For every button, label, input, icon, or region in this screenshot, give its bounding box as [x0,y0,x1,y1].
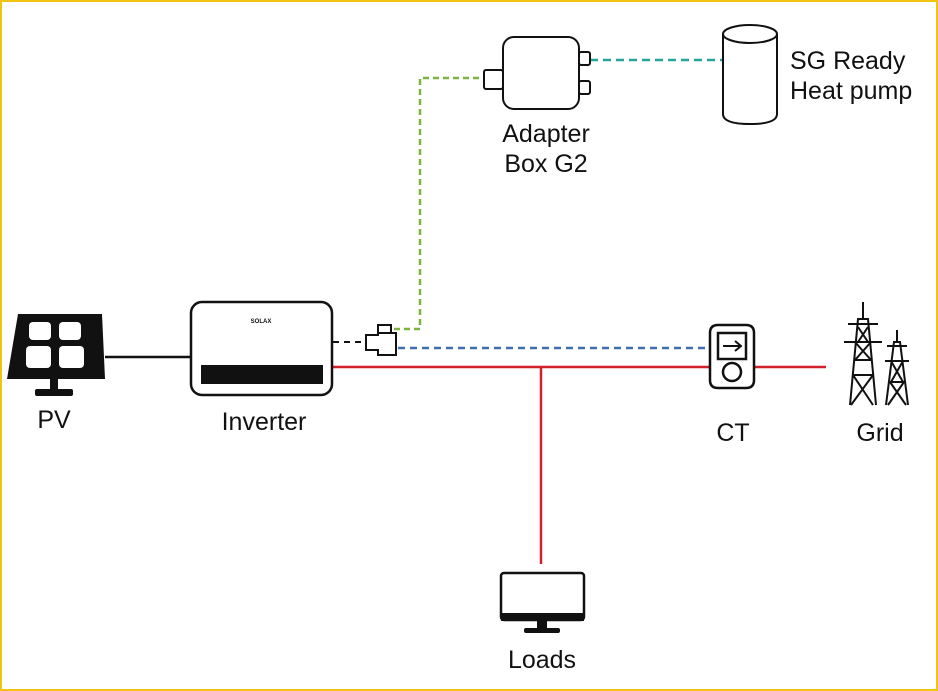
ct-label: CT [716,419,749,447]
adapter-link-line [394,76,483,331]
loads-label: Loads [508,646,576,674]
transmission-tower-icon [844,302,909,406]
solar-panel-icon [7,314,105,396]
inverter-icon [189,300,334,397]
heatpump-label-line2: Heat pump [790,77,912,105]
adapter-label-line1: Adapter [502,120,590,148]
adapter-label-line2: Box G2 [504,150,587,178]
inverter-brand: SOLAX [251,319,272,325]
grid-label: Grid [856,419,903,447]
current-transformer-icon [708,323,756,390]
plug-connector-icon [365,324,397,356]
heatpump-label-line1: SG Ready [790,47,906,75]
adapter-box-icon [483,36,591,110]
pv-label: PV [37,406,71,434]
heat-pump-cylinder-icon [722,24,778,126]
inverter-label: Inverter [222,408,307,436]
monitor-icon [499,571,586,633]
